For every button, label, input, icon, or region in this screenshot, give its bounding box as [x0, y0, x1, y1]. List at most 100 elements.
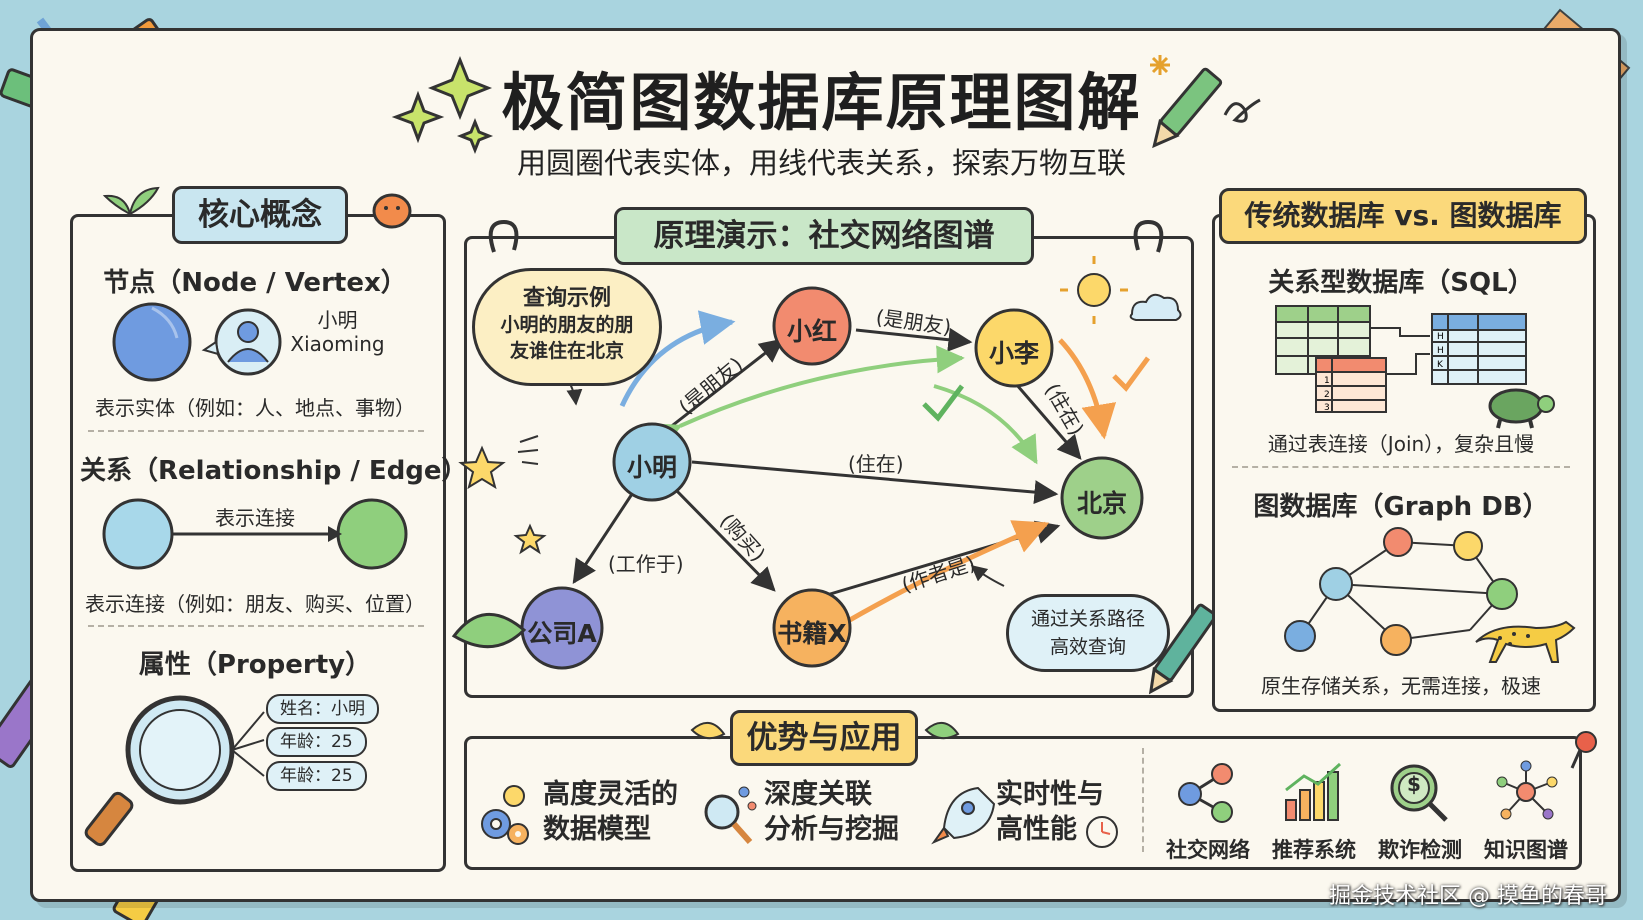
check-icon [1112, 356, 1151, 392]
property-pill: 年龄：25 [266, 727, 367, 757]
watermark: 掘金技术社区 @ 摸鱼的春哥 [1329, 884, 1607, 909]
dollar-magnifier-icon [1390, 764, 1448, 822]
social-graph [451, 256, 1182, 670]
node-circle [112, 302, 192, 382]
cloud-icon [1129, 293, 1182, 321]
comparison-divider [1232, 466, 1570, 468]
advantage-realtime-line2: 高性能 [996, 814, 1077, 845]
clock-icon [1086, 816, 1118, 848]
table-mark: H [1437, 332, 1444, 342]
node-name: 小明 [317, 308, 358, 332]
page-title: 极简图数据库原理图解 [501, 66, 1142, 139]
node-label-book: 书籍X [777, 619, 847, 648]
app-label-knowledge: 知识图谱 [1484, 838, 1568, 862]
table-mark: 3 [1324, 403, 1330, 413]
bar-chart-icon [1285, 762, 1342, 821]
app-label-social: 社交网络 [1166, 838, 1250, 862]
magnifier-network-icon [704, 786, 757, 844]
share-nodes-icon [1178, 763, 1233, 823]
node-beijing [1060, 456, 1144, 540]
node-label-company: 公司A [527, 619, 597, 648]
advantages-panel [464, 736, 1582, 870]
turtle-icon [1488, 388, 1555, 429]
edge-xiaohong-xiaoli [855, 327, 973, 352]
star-icon [513, 523, 547, 555]
binder-clips [488, 219, 1164, 253]
sql-tables-graphic: 1 2 3 H H K [1275, 305, 1527, 413]
page-subtitle: 用圆圈代表实体，用线代表关系，探索万物互联 [516, 146, 1126, 180]
node-description: 表示实体（例如：人、地点、事物） [95, 396, 415, 420]
leaf-icon [451, 613, 527, 649]
path-note-bubble [1006, 594, 1170, 672]
table-mark: 2 [1324, 390, 1330, 400]
highlight-orange-path-2 [834, 520, 1050, 631]
advantage-realtime-line1: 实时性与 [996, 779, 1104, 810]
relationship-arrow-label: 表示连接 [215, 506, 295, 530]
pencil-icon [1152, 67, 1223, 149]
node-example-graphic [112, 302, 282, 382]
query-bubble [472, 268, 662, 386]
tag-leaf-decorations [690, 722, 960, 740]
edge-label-lives-2: (住在) [848, 452, 904, 476]
swirl-arrow-icon [1223, 98, 1261, 123]
sun-icon [1060, 256, 1128, 324]
table-mark: 1 [1324, 376, 1330, 386]
dollar-sign-icon: $ [1407, 772, 1421, 796]
gears-bulb-icon [481, 785, 529, 845]
edge-xiaoming-beijing [691, 460, 1059, 505]
path-note-line: 通过关系路径 [1030, 608, 1145, 630]
edge-label-works: (工作于) [608, 552, 684, 576]
property-section-title: 属性（Property） [138, 650, 372, 680]
edge-xiaoming-book [672, 486, 776, 592]
advantage-flexible-line2: 数据模型 [543, 814, 651, 845]
core-divider-2 [88, 625, 424, 627]
demo-tag: 原理演示：社交网络图谱 [614, 207, 1034, 265]
advantages-divider [1142, 748, 1144, 852]
knowledge-graph-icon [1496, 760, 1558, 820]
advantage-flexible-line1: 高度灵活的 [543, 779, 678, 810]
motion-lines-icon [517, 435, 539, 465]
node-xiaoli [974, 308, 1054, 388]
table-mark: H [1437, 346, 1444, 356]
mascot-icon [372, 193, 412, 229]
sprout-icon [102, 186, 160, 215]
node-label-xiaohong: 小红 [786, 317, 837, 346]
graphdb-network-graphic [1284, 527, 1518, 656]
path-note-line: 高效查询 [1049, 636, 1126, 658]
magnifier-icon [84, 695, 265, 847]
node-label-beijing: 北京 [1076, 489, 1127, 518]
cheetah-icon [1475, 620, 1576, 663]
query-bubble-title: 查询示例 [522, 286, 611, 311]
node-book [772, 588, 852, 668]
sql-description: 通过表连接（Join），复杂且慢 [1267, 432, 1535, 456]
check-icon [922, 384, 964, 422]
teal-pencil-icon [1148, 603, 1217, 695]
star-doodle-icon [1150, 55, 1170, 75]
rocket-icon [931, 786, 996, 845]
property-pill: 年龄：25 [266, 761, 367, 791]
app-label-recommend: 推荐系统 [1272, 838, 1356, 862]
sparkle-icon [391, 55, 494, 155]
advantages-tag: 优势与应用 [730, 710, 918, 766]
sql-title: 关系型数据库（SQL） [1268, 268, 1534, 298]
relationship-description: 表示连接（例如：朋友、购买、位置） [85, 592, 425, 616]
core-concepts-tag: 核心概念 [172, 186, 348, 244]
title-decorations [391, 55, 1261, 155]
node-xiaohong [772, 286, 852, 366]
comparison-tag: 传统数据库 vs. 图数据库 [1219, 188, 1587, 244]
node-name-en: Xiaoming [290, 332, 385, 356]
advantage-deep-line2: 分析与挖掘 [764, 814, 899, 845]
query-bubble-line: 友谁住在北京 [509, 340, 624, 362]
relationship-section-title: 关系（Relationship / Edge） [80, 456, 468, 486]
graphdb-description: 原生存储关系，无需连接，极速 [1261, 674, 1541, 698]
highlight-green-path-2 [933, 384, 1038, 465]
highlight-green-path [651, 345, 965, 450]
star-icon [458, 445, 506, 490]
graphdb-title: 图数据库（Graph DB） [1253, 492, 1549, 522]
advantage-deep-line1: 深度关联 [764, 779, 872, 810]
node-xiaoming [612, 422, 692, 502]
table-mark: K [1437, 360, 1444, 370]
property-pill: 姓名：小明 [266, 694, 379, 724]
highlight-orange-path [1058, 338, 1117, 440]
relationship-example-graphic [102, 498, 408, 570]
